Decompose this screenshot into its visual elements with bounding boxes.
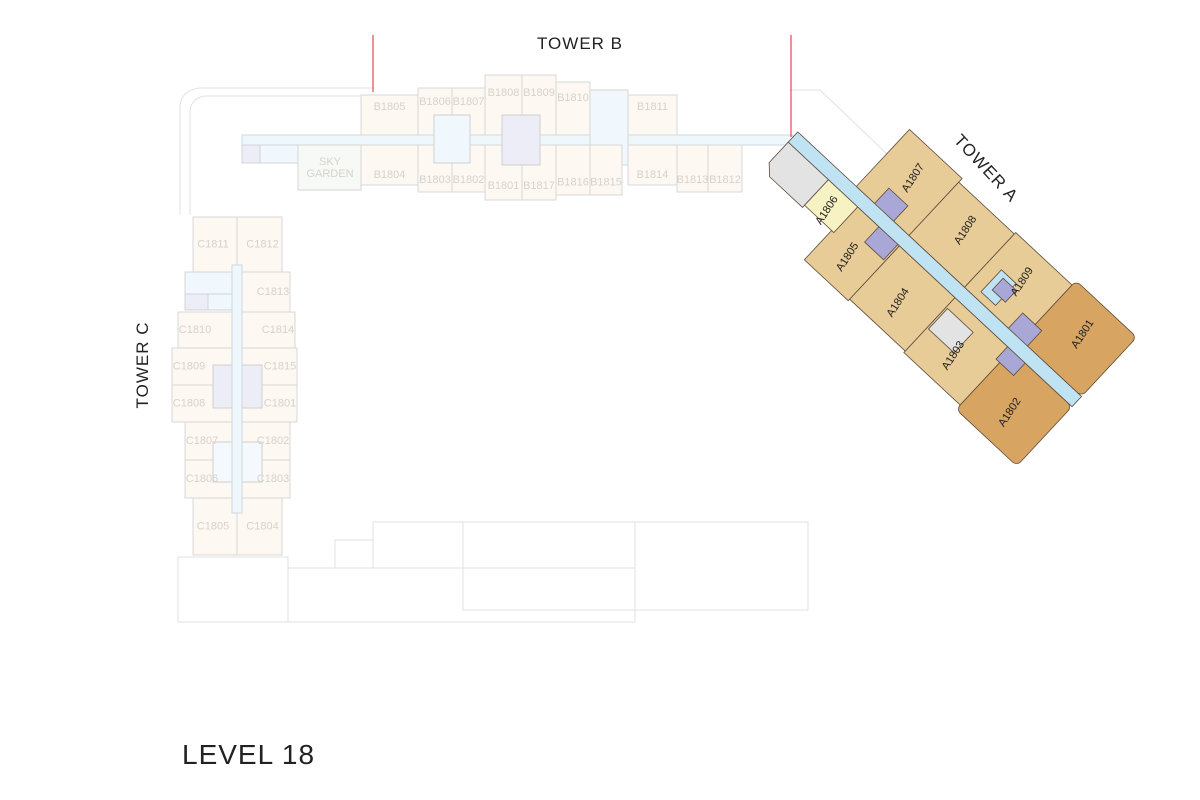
unit-b1804[interactable] — [360, 144, 419, 186]
unit-label: B1809 — [523, 87, 555, 99]
unit-c1805[interactable] — [192, 497, 238, 556]
unit-label: C1804 — [246, 520, 278, 532]
unit-label: B1815 — [590, 176, 622, 188]
tower-a-service — [927, 307, 974, 354]
unit-label: C1810 — [179, 324, 211, 336]
unit-label: B1816 — [557, 176, 589, 188]
unit-b1811[interactable] — [627, 94, 678, 136]
unit-label: B1808 — [488, 87, 520, 99]
unit-label: C1807 — [186, 435, 218, 447]
tower-b-service — [259, 144, 301, 164]
unit-label: C1814 — [262, 324, 294, 336]
unit-label: B1814 — [637, 169, 669, 181]
tower-c-title: TOWER C — [133, 322, 152, 409]
unit-label: B1806 — [419, 96, 451, 108]
unit-label: C1809 — [173, 360, 205, 372]
unit-label: C1808 — [173, 397, 205, 409]
unit-c1804[interactable] — [236, 497, 283, 556]
sky-garden-label: SKY — [319, 156, 342, 168]
unit-label: C1806 — [186, 473, 218, 485]
unit-label: C1803 — [257, 473, 289, 485]
unit-b1810[interactable] — [555, 81, 591, 136]
tower-b-service — [241, 144, 261, 164]
unit-label: C1801 — [264, 397, 296, 409]
unit-b1813[interactable] — [676, 144, 709, 193]
unit-label: C1802 — [257, 435, 289, 447]
podium-outline — [177, 521, 809, 623]
unit-c1810[interactable] — [177, 311, 238, 349]
unit-label: B1812 — [709, 174, 741, 186]
tower-c-corridor — [231, 264, 243, 514]
unit-c1811[interactable] — [192, 216, 238, 273]
level-title: LEVEL 18 — [182, 739, 315, 770]
tower-b-title: TOWER B — [537, 34, 623, 53]
unit-label: B1802 — [453, 174, 485, 186]
unit-label: B1807 — [453, 96, 485, 108]
unit-label: B1804 — [374, 169, 406, 181]
unit-label: B1803 — [419, 174, 451, 186]
unit-label: B1813 — [677, 174, 709, 186]
unit-label: C1813 — [257, 286, 289, 298]
unit-b1815[interactable] — [589, 144, 623, 196]
tower-b-core — [501, 114, 541, 166]
tower-c-service — [184, 293, 209, 311]
unit-c1814[interactable] — [236, 311, 296, 349]
unit-b1812[interactable] — [707, 144, 743, 193]
site-outline — [179, 87, 889, 215]
unit-label: C1815 — [264, 360, 296, 372]
unit-label: C1812 — [246, 238, 278, 250]
sky-garden-label: GARDEN — [306, 168, 353, 180]
unit-label: B1810 — [557, 92, 589, 104]
tower-a-corridor — [787, 131, 1083, 408]
unit-b1805[interactable] — [360, 94, 419, 136]
unit-label: B1805 — [374, 101, 406, 113]
tower-a: A1801A1802A1803A1804A1805A1806A1807A1808… — [768, 128, 1135, 464]
unit-c1813[interactable] — [241, 271, 291, 313]
sky-garden — [297, 144, 362, 191]
unit-label: B1811 — [637, 101, 668, 113]
tower-a-core — [991, 277, 1017, 303]
unit-label: B1801 — [488, 180, 520, 192]
tower-b-core — [433, 114, 471, 164]
unit-label: C1805 — [197, 520, 229, 532]
unit-label: B1817 — [523, 180, 555, 192]
unit-b1816[interactable] — [555, 144, 591, 196]
unit-label: C1811 — [197, 238, 229, 250]
unit-b1814[interactable] — [627, 144, 678, 186]
